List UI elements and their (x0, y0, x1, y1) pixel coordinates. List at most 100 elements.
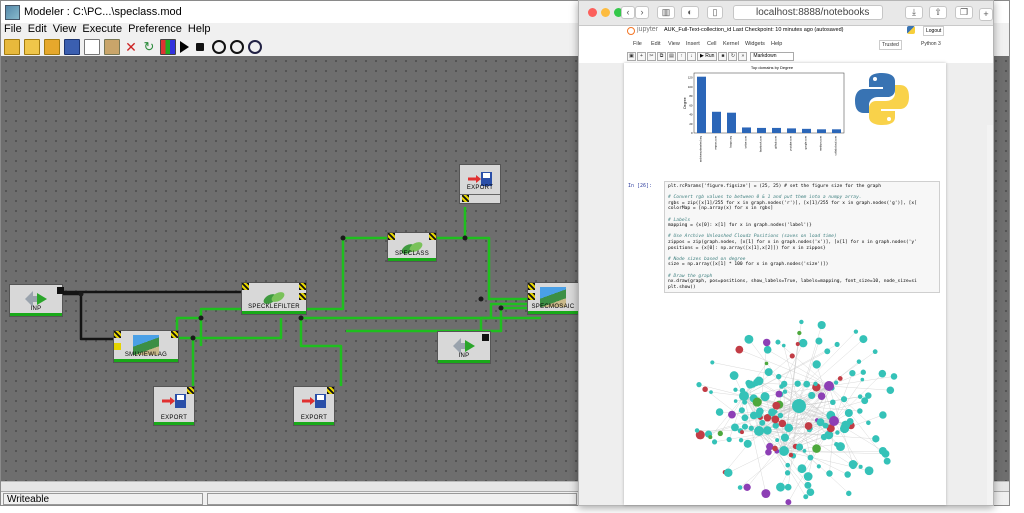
back-button[interactable]: ‹ (621, 6, 635, 19)
notebook-title[interactable]: AUK_Full-Text-collection_id Last Checkpo… (664, 27, 844, 33)
paste-icon[interactable] (104, 38, 120, 55)
cut-icon[interactable]: ✂ (647, 52, 656, 61)
close-window-button[interactable] (588, 8, 597, 17)
node-export-top[interactable]: EXPORT (459, 164, 501, 204)
menu-file[interactable]: File (4, 23, 22, 35)
port-icon[interactable] (171, 331, 178, 338)
port-icon[interactable] (114, 331, 121, 338)
save-icon[interactable] (64, 38, 80, 55)
port-icon[interactable] (187, 387, 194, 394)
port-icon[interactable] (528, 293, 535, 300)
port-icon[interactable] (462, 195, 469, 202)
new-tab-button[interactable]: + (979, 8, 993, 21)
menu-view[interactable]: View (52, 23, 77, 35)
code-cell[interactable]: plt.rcParams['figure.figsize'] = (25, 25… (664, 181, 940, 293)
download-icon[interactable]: ⤓ (905, 6, 923, 19)
node-export-left[interactable]: EXPORT (153, 386, 195, 426)
menu-edit[interactable]: Edit (651, 41, 661, 47)
node-smalviewlag[interactable]: SMLVIEWLAG (113, 330, 179, 363)
port-icon[interactable] (242, 283, 249, 290)
port-icon[interactable] (299, 293, 306, 300)
y-tick-label: 40 (689, 113, 693, 117)
port-icon[interactable] (327, 387, 334, 394)
graph-node (775, 339, 781, 345)
address-bar[interactable]: localhost:8888/notebooks (733, 5, 883, 20)
port-icon[interactable] (114, 343, 121, 350)
stop-icon[interactable]: ■ (718, 52, 728, 61)
menu-execute[interactable]: Execute (82, 23, 123, 35)
insert-cell-icon[interactable]: + (637, 52, 646, 61)
graph-edge (731, 405, 800, 415)
port-icon[interactable] (429, 233, 436, 240)
menu-view[interactable]: View (668, 41, 680, 47)
port-icon[interactable] (57, 287, 64, 294)
minimize-window-button[interactable] (601, 8, 610, 17)
y-tick-label: 100 (688, 85, 693, 89)
node-input-1[interactable]: INP (9, 284, 64, 317)
open-folder-icon[interactable] (24, 38, 40, 55)
node-label: INP (458, 353, 470, 359)
zoom-window-button[interactable] (614, 8, 623, 17)
move-up-icon[interactable]: ↑ (677, 52, 686, 61)
menu-widgets[interactable]: Widgets (745, 41, 765, 47)
play-icon[interactable] (180, 40, 189, 53)
menu-preference[interactable]: Preference (128, 23, 182, 35)
stop-icon[interactable] (196, 42, 204, 51)
node-export-mid[interactable]: EXPORT (293, 386, 335, 426)
refresh-icon[interactable]: ↻ (143, 38, 155, 54)
copy-icon[interactable]: ⧉ (657, 52, 666, 61)
fast-forward-icon[interactable]: » (738, 52, 748, 61)
menu-edit[interactable]: Edit (27, 23, 47, 35)
menu-insert[interactable]: Insert (686, 41, 700, 47)
run-loop-icon[interactable] (212, 39, 226, 54)
port-icon[interactable] (388, 233, 395, 240)
node-specklefilter[interactable]: SPECKLEFILTER (241, 282, 307, 315)
logout-button[interactable]: Logout (923, 26, 945, 36)
node-speclass[interactable]: SPECLASS (387, 232, 437, 262)
menu-kernel[interactable]: Kernel (723, 41, 739, 47)
graph-node (733, 387, 738, 392)
run-button[interactable]: ▶ Run (697, 52, 718, 61)
menu-help[interactable]: Help (187, 23, 211, 35)
node-input-2[interactable]: INP (437, 331, 491, 364)
graph-edge (828, 385, 888, 462)
folder-icon[interactable] (44, 38, 60, 55)
graph-edge (833, 379, 863, 422)
page-icon[interactable]: ▯ (707, 6, 723, 19)
graph-node (860, 377, 865, 382)
run-loop-alt-icon[interactable] (230, 39, 244, 54)
graph-edge (833, 420, 861, 467)
move-down-icon[interactable]: ↓ (687, 52, 696, 61)
port-icon[interactable] (528, 283, 535, 290)
cell-type-select[interactable]: Markdown (750, 52, 795, 61)
port-icon[interactable] (482, 334, 489, 341)
vertical-scrollbar[interactable] (987, 125, 993, 505)
restart-icon[interactable]: ↻ (728, 52, 738, 61)
graph-node (742, 399, 748, 405)
save-icon[interactable]: ▣ (627, 52, 636, 61)
menu-file[interactable]: File (633, 41, 642, 47)
code-line: # Draw the graph (668, 273, 713, 279)
forward-button[interactable]: › (635, 6, 649, 19)
graph-node (834, 442, 839, 447)
menu-cell[interactable]: Cell (707, 41, 717, 47)
trusted-badge[interactable]: Trusted (879, 40, 902, 50)
tabs-icon[interactable]: ❐ (955, 6, 973, 19)
graph-node (840, 396, 848, 403)
graph-node (785, 462, 791, 468)
port-icon[interactable] (299, 283, 306, 290)
delete-icon[interactable]: ✕ (125, 38, 137, 55)
share-icon[interactable]: ⇧ (929, 6, 947, 19)
batch-run-icon[interactable] (248, 39, 262, 54)
node-specmosaic[interactable]: SPECMOSAIC (527, 282, 579, 315)
copy-icon[interactable] (84, 38, 100, 55)
menu-help[interactable]: Help (771, 41, 783, 47)
graph-node (795, 341, 800, 347)
privacy-icon[interactable]: ◐ (681, 6, 699, 19)
new-folder-icon[interactable] (4, 38, 20, 55)
sidebar-icon[interactable]: ▥ (657, 6, 675, 19)
horizontal-scrollbar[interactable] (1, 481, 1009, 491)
paste-icon[interactable]: ▤ (667, 52, 676, 61)
chart-icon[interactable] (160, 38, 176, 55)
graph-edge (710, 391, 745, 397)
